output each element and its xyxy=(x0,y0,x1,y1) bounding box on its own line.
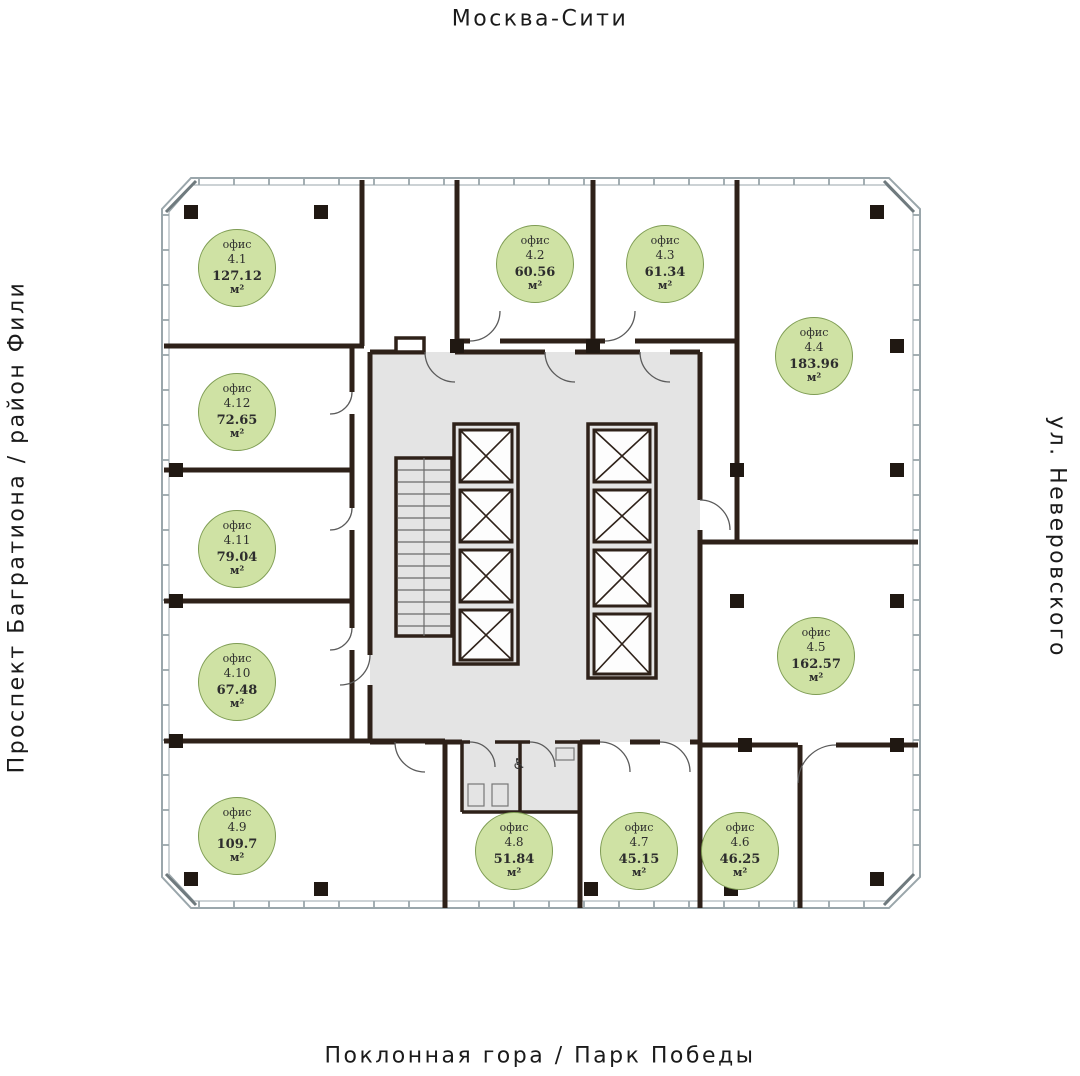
office-label: офис xyxy=(520,233,550,247)
office-number: 4.2 xyxy=(525,247,545,262)
office-number: 4.4 xyxy=(804,339,824,354)
office-area-unit: м² xyxy=(229,427,245,441)
office-label: офис xyxy=(222,651,252,665)
office-number: 4.5 xyxy=(806,639,826,654)
door-swings xyxy=(329,310,837,784)
office-area: 61.34 xyxy=(644,264,686,280)
office-label: офис xyxy=(801,625,831,639)
office-area: 46.25 xyxy=(719,851,761,867)
interior-walls xyxy=(164,180,918,908)
office-area: 60.56 xyxy=(514,264,556,280)
street-label-bottom: Поклонная гора / Парк Победы xyxy=(324,1043,756,1069)
office-area-unit: м² xyxy=(808,671,824,685)
office-area-unit: м² xyxy=(732,866,748,880)
office-number: 4.1 xyxy=(227,251,247,266)
office-label: офис xyxy=(222,805,252,819)
office-area-unit: м² xyxy=(229,851,245,865)
office-area-unit: м² xyxy=(631,866,647,880)
office-area-unit: м² xyxy=(657,279,673,293)
office-number: 4.6 xyxy=(730,834,750,849)
office-area: 45.15 xyxy=(618,851,660,867)
office-area: 127.12 xyxy=(212,268,262,284)
office-label: офис xyxy=(222,237,252,251)
office-area-unit: м² xyxy=(527,279,543,293)
office-number: 4.9 xyxy=(227,819,247,834)
office-area-unit: м² xyxy=(229,564,245,578)
office-label: офис xyxy=(222,518,252,532)
wheelchair-icon: ♿ xyxy=(512,755,526,773)
office-badge-4-12[interactable]: офис 4.12 72.65 м² xyxy=(198,373,276,451)
office-area: 183.96 xyxy=(789,356,839,372)
street-label-top: Москва-Сити xyxy=(451,6,629,32)
office-area: 72.65 xyxy=(216,412,258,428)
office-area: 79.04 xyxy=(216,549,258,565)
office-area: 51.84 xyxy=(493,851,535,867)
office-area: 162.57 xyxy=(791,656,841,672)
office-badge-4-1[interactable]: офис 4.1 127.12 м² xyxy=(198,229,276,307)
office-badge-4-10[interactable]: офис 4.10 67.48 м² xyxy=(198,643,276,721)
office-label: офис xyxy=(624,820,654,834)
office-label: офис xyxy=(650,233,680,247)
office-area-unit: м² xyxy=(229,283,245,297)
office-area-unit: м² xyxy=(229,697,245,711)
stairs xyxy=(394,456,454,638)
office-area: 109.7 xyxy=(216,836,258,852)
office-number: 4.11 xyxy=(223,532,251,547)
office-badge-4-5[interactable]: офис 4.5 162.57 м² xyxy=(777,617,855,695)
office-number: 4.8 xyxy=(504,834,524,849)
office-badge-4-7[interactable]: офис 4.7 45.15 м² xyxy=(600,812,678,890)
office-badge-4-8[interactable]: офис 4.8 51.84 м² xyxy=(475,812,553,890)
office-badge-4-4[interactable]: офис 4.4 183.96 м² xyxy=(775,317,853,395)
office-badge-4-11[interactable]: офис 4.11 79.04 м² xyxy=(198,510,276,588)
office-area-unit: м² xyxy=(506,866,522,880)
office-label: офис xyxy=(222,381,252,395)
office-area-unit: м² xyxy=(806,371,822,385)
structural-columns xyxy=(169,205,904,896)
office-badge-4-3[interactable]: офис 4.3 61.34 м² xyxy=(626,225,704,303)
office-badge-4-2[interactable]: офис 4.2 60.56 м² xyxy=(496,225,574,303)
office-area: 67.48 xyxy=(216,682,258,698)
elevator-shafts xyxy=(452,422,658,680)
office-label: офис xyxy=(799,325,829,339)
office-badge-4-9[interactable]: офис 4.9 109.7 м² xyxy=(198,797,276,875)
office-number: 4.7 xyxy=(629,834,649,849)
office-number: 4.3 xyxy=(655,247,675,262)
facade-annex xyxy=(394,336,426,354)
office-badge-4-6[interactable]: офис 4.6 46.25 м² xyxy=(701,812,779,890)
office-number: 4.10 xyxy=(223,665,251,680)
office-label: офис xyxy=(725,820,755,834)
office-label: офис xyxy=(499,820,529,834)
office-number: 4.12 xyxy=(223,395,251,410)
